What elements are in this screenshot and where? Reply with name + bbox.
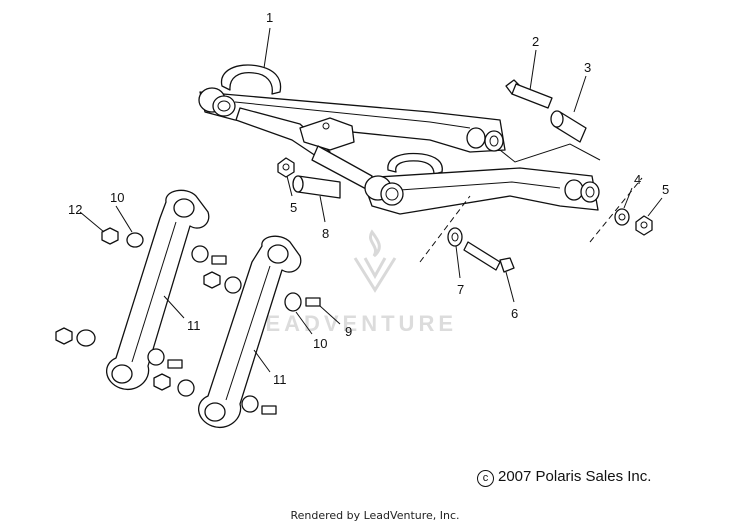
washer-hardware — [76, 329, 96, 347]
link-part-11-left — [106, 189, 210, 391]
copyright-text: 2007 Polaris Sales Inc. — [498, 468, 652, 485]
nut-hardware — [203, 271, 221, 289]
washer-hardware — [241, 395, 259, 413]
callout-4: 4 — [634, 172, 641, 187]
callout-10-upper: 10 — [110, 190, 124, 205]
callout-5-right: 5 — [662, 182, 669, 197]
callout-7: 7 — [457, 282, 464, 297]
nut-part-5-right — [635, 215, 653, 236]
screw-hardware — [167, 359, 183, 369]
washer-hardware — [224, 276, 242, 294]
leader-lines — [79, 27, 663, 373]
spacer-part-3 — [550, 110, 587, 143]
centerline-2 — [589, 177, 643, 243]
screw-hardware — [211, 255, 227, 265]
callout-9: 9 — [345, 324, 352, 339]
rendered-by-footer: Rendered by LeadVenture, Inc. — [290, 509, 460, 522]
centerline-1 — [419, 195, 471, 263]
copyright-symbol: c — [477, 470, 494, 487]
callout-numbers: 1 2 3 4 5 5 6 7 8 9 10 10 11 11 12 — [68, 10, 669, 387]
callout-10-lower: 10 — [313, 336, 327, 351]
callout-8: 8 — [322, 226, 329, 241]
bolt-part-2 — [505, 79, 553, 109]
callout-5-upper: 5 — [290, 200, 297, 215]
screw-hardware — [261, 405, 277, 415]
watermark-text: LEADVENTURE — [248, 311, 457, 336]
screw-part-9 — [305, 297, 321, 307]
watermark-logo: LEADVENTURE — [248, 229, 457, 336]
nut-part-5-upper — [277, 157, 295, 178]
callout-2: 2 — [532, 34, 539, 49]
callout-3: 3 — [584, 60, 591, 75]
washer-hardware — [191, 245, 209, 263]
link-part-11-right — [198, 235, 302, 429]
spacer-part-8 — [292, 175, 341, 199]
callout-1: 1 — [266, 10, 273, 25]
bolt-part-6 — [463, 241, 515, 273]
callout-11-right: 11 — [273, 372, 287, 387]
washer-part-4 — [614, 208, 630, 226]
nut-hardware — [55, 327, 73, 345]
callout-12: 12 — [68, 202, 82, 217]
upper-a-arm — [198, 64, 506, 161]
washer-hardware — [147, 348, 165, 366]
callout-6: 6 — [511, 306, 518, 321]
nut-hardware — [153, 373, 171, 391]
lower-a-arm — [311, 143, 601, 215]
washer-hardware — [177, 379, 195, 397]
nut-part-12 — [101, 227, 119, 245]
washer-part-7 — [447, 227, 463, 247]
washer-part-10-upper — [126, 232, 144, 248]
washer-part-10-lower — [284, 292, 302, 312]
callout-11-left: 11 — [187, 318, 201, 333]
